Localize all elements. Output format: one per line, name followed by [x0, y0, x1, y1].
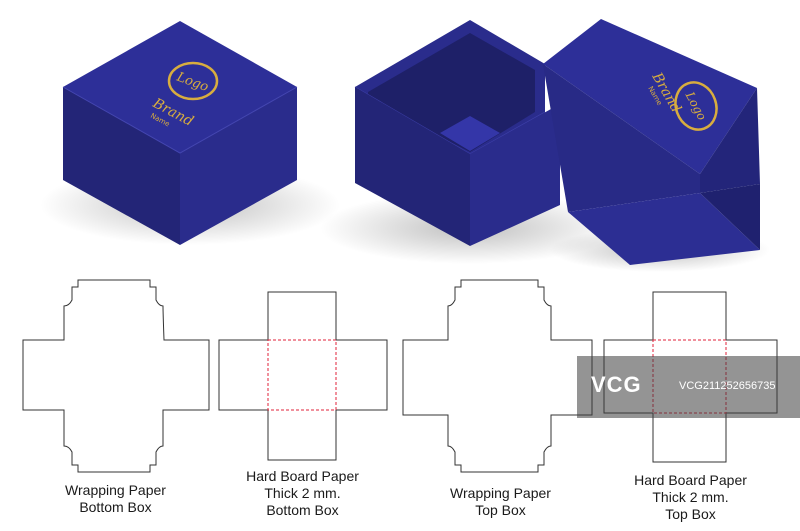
- watermark: VCG VCG211252656735: [577, 356, 800, 418]
- closed-box-edge: [62, 86, 298, 154]
- closed-box-right-side: [180, 87, 297, 245]
- open-box-interior-wall: [368, 33, 535, 152]
- open-box-lid: Logo Brand Name: [543, 19, 770, 272]
- dieline-board-bottom: [218, 291, 388, 461]
- caption-line: Hard Board Paper: [634, 472, 747, 488]
- lid-top: [543, 19, 757, 174]
- caption-line: Bottom Box: [266, 502, 339, 518]
- caption-line: Top Box: [475, 502, 526, 518]
- dieline-wrapping-bottom: [22, 279, 210, 473]
- lid-corner: [700, 184, 760, 250]
- caption-wrapping-top: Wrapping Paper Top Box: [423, 485, 578, 519]
- open-box-left-side: [355, 87, 470, 246]
- board-bottom-fold-lines: [267, 339, 337, 411]
- caption-board-bottom: Hard Board Paper Thick 2 mm. Bottom Box: [225, 468, 380, 519]
- caption-line: Hard Board Paper: [246, 468, 359, 484]
- lid-logo-ring-icon: [674, 81, 718, 131]
- caption-line: Top Box: [665, 506, 716, 522]
- watermark-logo: VCG: [591, 372, 642, 397]
- caption-line: Bottom Box: [79, 499, 152, 515]
- dieline-wrapping-top: [402, 279, 593, 473]
- caption-line: Wrapping Paper: [65, 482, 166, 498]
- open-box-interior-floor: [440, 116, 500, 151]
- logo-ring-icon: [167, 61, 219, 101]
- closed-box: Logo Brand Name: [40, 21, 340, 245]
- caption-wrapping-bottom: Wrapping Paper Bottom Box: [38, 482, 193, 516]
- closed-box-left-side: [63, 87, 180, 245]
- caption-line: Thick 2 mm.: [264, 485, 341, 501]
- open-box-right-side: [470, 104, 560, 246]
- open-box-base: [320, 20, 620, 264]
- lid-right-side: [700, 88, 760, 193]
- watermark-text: VCG211252656735: [679, 380, 776, 392]
- lid-bottom-side: [568, 193, 760, 265]
- lid-near-side: [543, 64, 700, 212]
- caption-board-top: Hard Board Paper Thick 2 mm. Top Box: [613, 472, 768, 523]
- caption-line: Wrapping Paper: [450, 485, 551, 501]
- board-bottom-outline: [218, 291, 388, 461]
- caption-line: Thick 2 mm.: [652, 489, 729, 505]
